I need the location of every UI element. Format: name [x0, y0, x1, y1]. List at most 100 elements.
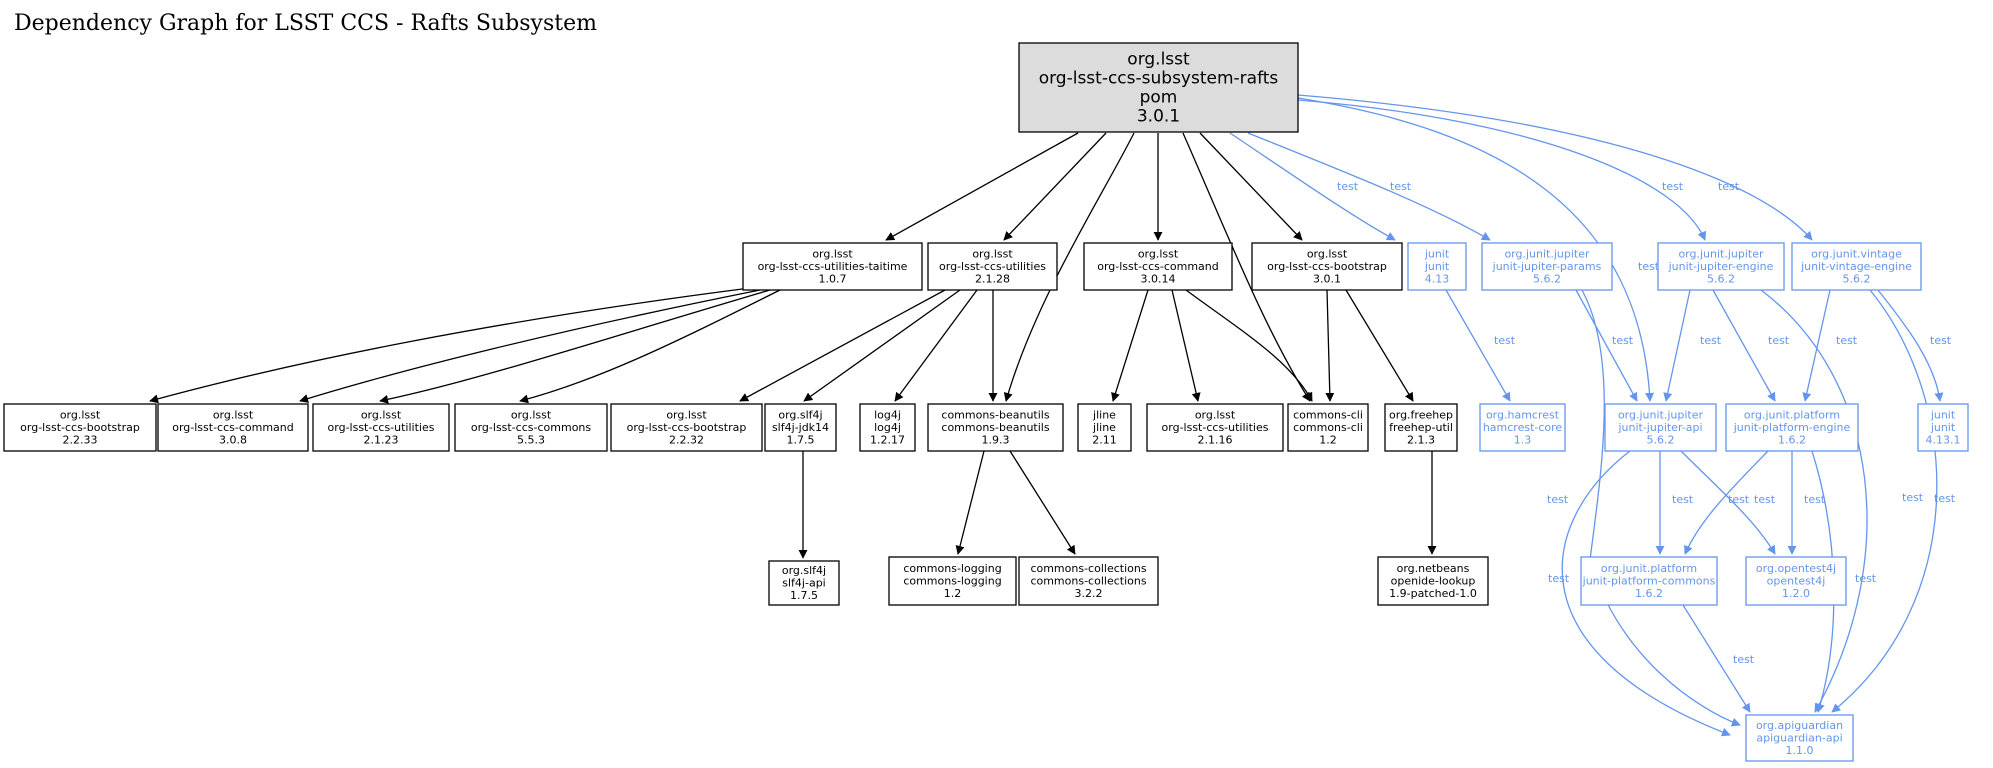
node-label-line: commons-cli	[1293, 421, 1363, 434]
edge-root-beanutils	[1003, 132, 1135, 402]
node-label-line: org.hamcrest	[1486, 409, 1560, 422]
edge-line	[519, 289, 781, 404]
node-pcommons[interactable]: org.junit.platformjunit-platform-commons…	[1580, 556, 1718, 606]
edge-label: test	[1934, 492, 1956, 505]
node-label-line: org-lsst-ccs-bootstrap	[627, 421, 747, 434]
edge-line	[739, 289, 946, 402]
node-box	[768, 560, 840, 606]
edge-label: test	[1612, 334, 1634, 347]
edge-cmd3014-jline	[1111, 289, 1149, 402]
edge-label: test	[1548, 572, 1570, 585]
node-jengine[interactable]: org.junit.jupiterjunit-jupiter-engine5.6…	[1657, 242, 1785, 291]
node-label-line: commons-collections	[1030, 575, 1146, 588]
node-label-line: org.lsst	[666, 409, 707, 422]
node-label-line: commons-cli	[1293, 409, 1363, 422]
node-label-line: 1.1.0	[1786, 744, 1814, 757]
edge-line	[1182, 132, 1311, 402]
edge-root-junit413: test	[1229, 132, 1396, 241]
node-label-line: 2.1.16	[1198, 434, 1233, 447]
node-box	[927, 242, 1058, 291]
edge-vengine-junit4131: test	[1877, 289, 1952, 402]
node-label-line: org.junit.jupiter	[1618, 409, 1704, 422]
node-label-line: slf4j-jdk14	[772, 421, 829, 434]
node-collections[interactable]: commons-collectionscommons-collections3.…	[1018, 556, 1159, 606]
node-label-line: org.junit.platform	[1601, 562, 1697, 575]
edge-line	[885, 132, 1079, 241]
node-taitime[interactable]: org.lsstorg-lsst-ccs-utilities-taitime1.…	[742, 242, 923, 291]
edge-line	[1345, 289, 1414, 402]
node-box	[1791, 242, 1922, 291]
edge-label: test	[1728, 493, 1750, 506]
edge-line	[1247, 132, 1491, 241]
node-label-line: 3.2.2	[1075, 587, 1103, 600]
node-label-line: slf4j-api	[782, 577, 825, 590]
nodes-layer: org.lsstorg-lsst-ccs-subsystem-raftspom3…	[3, 42, 1969, 762]
node-label-line: junit-jupiter-engine	[1668, 260, 1774, 273]
node-label-line: 1.2	[1319, 434, 1337, 447]
node-label-line: 5.6.2	[1647, 434, 1675, 447]
edge-label: test	[1768, 334, 1790, 347]
edge-beanutils-logging	[955, 450, 985, 555]
node-label-line: pom	[1140, 87, 1178, 107]
edge-cmd3014-util2116	[1171, 289, 1201, 402]
node-label-line: 2.11	[1092, 434, 1117, 447]
edge-label: test	[1930, 334, 1952, 347]
node-vengine[interactable]: org.junit.vintagejunit-vintage-engine5.6…	[1791, 242, 1922, 291]
node-label-line: junit-vintage-engine	[1800, 260, 1912, 273]
node-openide[interactable]: org.netbeansopenide-lookup1.9-patched-1.…	[1377, 556, 1489, 606]
edge-label: test	[1804, 493, 1826, 506]
edge-root-boot301	[1199, 132, 1303, 241]
node-label-line: 1.9-patched-1.0	[1389, 587, 1477, 600]
node-label-line: 1.7.5	[787, 434, 815, 447]
edge-taitime-cmd308	[299, 289, 761, 403]
node-box	[1384, 403, 1458, 452]
node-label-line: 2.1.3	[1407, 434, 1435, 447]
node-label-line: org.lsst	[1138, 248, 1179, 261]
node-label-line: org.lsst	[511, 409, 552, 422]
node-label-line: 2.1.28	[975, 273, 1010, 286]
node-label-line: 5.6.2	[1533, 273, 1561, 286]
node-label-line: junit	[1930, 421, 1956, 434]
edge-taitime-util2123	[379, 289, 771, 404]
node-label-line: 2.1.23	[364, 434, 399, 447]
node-root[interactable]: org.lsstorg-lsst-ccs-subsystem-raftspom3…	[1018, 42, 1299, 133]
node-box	[1725, 403, 1859, 452]
node-label-line: org.lsst	[1127, 49, 1190, 69]
edge-line	[1297, 94, 1813, 241]
edge-label: test	[1718, 180, 1740, 193]
node-box	[1146, 403, 1284, 452]
node-jparams[interactable]: org.junit.jupiterjunit-jupiter-params5.6…	[1481, 242, 1613, 291]
node-label-line: org.junit.jupiter	[1504, 248, 1590, 261]
node-label-line: org.freehep	[1389, 409, 1453, 422]
edge-util2128-log4j	[894, 289, 978, 402]
edge-label: test	[1337, 180, 1359, 193]
edge-line	[1684, 450, 1769, 555]
node-box	[1479, 403, 1566, 452]
edge-line	[1682, 604, 1751, 713]
node-pengine[interactable]: org.junit.platformjunit-platform-engine1…	[1725, 403, 1859, 452]
node-label-line: org.slf4j	[778, 409, 822, 422]
